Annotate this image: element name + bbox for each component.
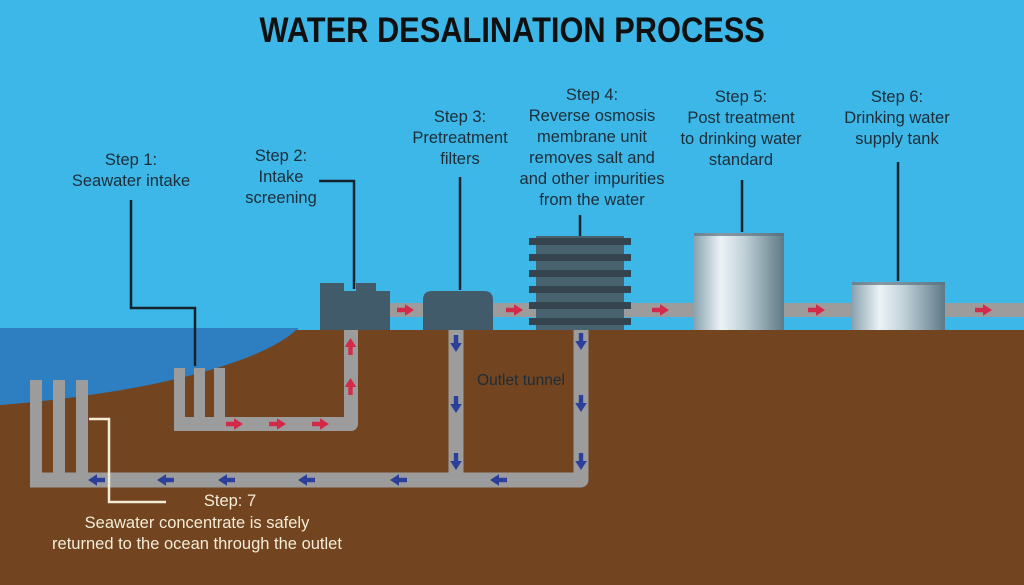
flow-arrow-right-icon <box>312 418 329 430</box>
flow-arrow-down-icon <box>450 396 462 413</box>
supply-tank-rim <box>852 282 945 285</box>
brine-outlet-pipe <box>30 325 589 488</box>
step5-line: standard <box>708 151 774 169</box>
outlet-tunnel-text: Outlet tunnel <box>477 372 565 389</box>
step3-line: Pretreatment <box>412 129 508 147</box>
post-treatment-tank <box>694 233 784 330</box>
step5-line: Post treatment <box>687 109 795 127</box>
pretreatment-filters-building <box>423 291 493 330</box>
ro-membrane-slab <box>529 270 631 277</box>
flow-arrow-left-icon <box>88 474 105 486</box>
step5-line: Step 5: <box>714 88 768 106</box>
label-step5: Step 5: Post treatment to drinking water… <box>680 87 801 171</box>
step6-line: Step 6: <box>870 88 924 106</box>
flow-arrow-right-icon <box>652 304 669 316</box>
flow-arrow-down-icon <box>575 453 587 470</box>
ro-membrane-slab <box>529 302 631 309</box>
flow-arrow-down-icon <box>575 395 587 412</box>
flow-arrow-right-icon <box>269 418 286 430</box>
label-outlet-tunnel: Outlet tunnel <box>477 370 565 391</box>
ro-membrane-slab <box>529 238 631 245</box>
ro-membrane-slab <box>529 254 631 261</box>
page-title: WATER DESALINATION PROCESS <box>259 11 765 50</box>
step6-line: supply tank <box>855 130 939 148</box>
ro-membrane-unit <box>529 236 631 330</box>
intake-screen-prongs <box>174 368 225 424</box>
flow-arrow-right-icon <box>397 304 414 316</box>
flow-arrow-down-icon <box>450 335 462 352</box>
step1-line: Step 1: <box>104 151 158 169</box>
step7-line: Step: 7 <box>203 492 257 510</box>
step1-line: Seawater intake <box>71 172 191 190</box>
step3-line: Step 3: <box>433 108 487 126</box>
step2-line: Intake <box>258 168 304 186</box>
flow-arrow-right-icon <box>506 304 523 316</box>
label-step3: Step 3: Pretreatment filters <box>412 107 507 170</box>
ro-membrane-slab <box>529 318 631 325</box>
label-step6: Step 6: Drinking water supply tank <box>844 87 949 150</box>
flow-arrow-left-icon <box>490 474 507 486</box>
step3-line: filters <box>440 150 480 168</box>
flow-arrow-left-icon <box>157 474 174 486</box>
outlet-diffuser-prongs <box>30 380 88 478</box>
supply-tank-body <box>852 282 945 330</box>
flow-arrow-left-icon <box>298 474 315 486</box>
step4-line: membrane unit <box>536 128 648 146</box>
flow-arrow-right-icon <box>975 304 992 316</box>
callout-lines <box>89 162 900 504</box>
flow-arrow-left-icon <box>390 474 407 486</box>
post-treatment-tank-body <box>694 233 784 330</box>
step6-line: Drinking water <box>844 109 950 127</box>
flow-arrow-left-icon <box>218 474 235 486</box>
step4-line: from the water <box>539 191 645 209</box>
label-step2: Step 2: Intake screening <box>245 146 317 209</box>
flow-arrows <box>88 304 992 486</box>
flow-arrow-up-icon <box>344 378 357 395</box>
step2-line: screening <box>245 189 317 207</box>
label-step1: Step 1: Seawater intake <box>72 150 190 192</box>
step2-line: Step 2: <box>254 147 308 165</box>
supply-tank <box>852 282 945 330</box>
flow-arrow-up-icon <box>344 338 357 355</box>
step4-line: Step 4: <box>565 86 619 104</box>
ro-vessel <box>536 236 624 330</box>
step5-line: to drinking water <box>680 130 802 148</box>
step4-line: removes salt and <box>529 149 655 167</box>
step4-line: Reverse osmosis <box>528 107 656 125</box>
flow-arrow-right-icon <box>226 418 243 430</box>
intake-screening-building <box>320 283 390 330</box>
title-bar: WATER DESALINATION PROCESS <box>0 11 1024 51</box>
flow-arrow-right-icon <box>808 304 825 316</box>
callout-step7 <box>89 417 166 504</box>
ro-membrane-slab <box>529 286 631 293</box>
step7-line: returned to the ocean through the outlet <box>52 535 342 553</box>
ground <box>0 330 1024 585</box>
flow-arrow-down-icon <box>450 453 462 470</box>
callout-step2 <box>319 179 356 289</box>
callout-step1 <box>129 200 197 366</box>
post-treatment-tank-rim <box>694 233 784 236</box>
label-step7: Step: 7 Seawater concentrate is safely r… <box>52 491 342 556</box>
label-step4: Step 4: Reverse osmosis membrane unit re… <box>520 85 665 211</box>
step7-line: Seawater concentrate is safely <box>84 513 310 532</box>
step4-line: and other impurities <box>519 170 665 188</box>
flow-arrow-down-icon <box>575 333 587 350</box>
